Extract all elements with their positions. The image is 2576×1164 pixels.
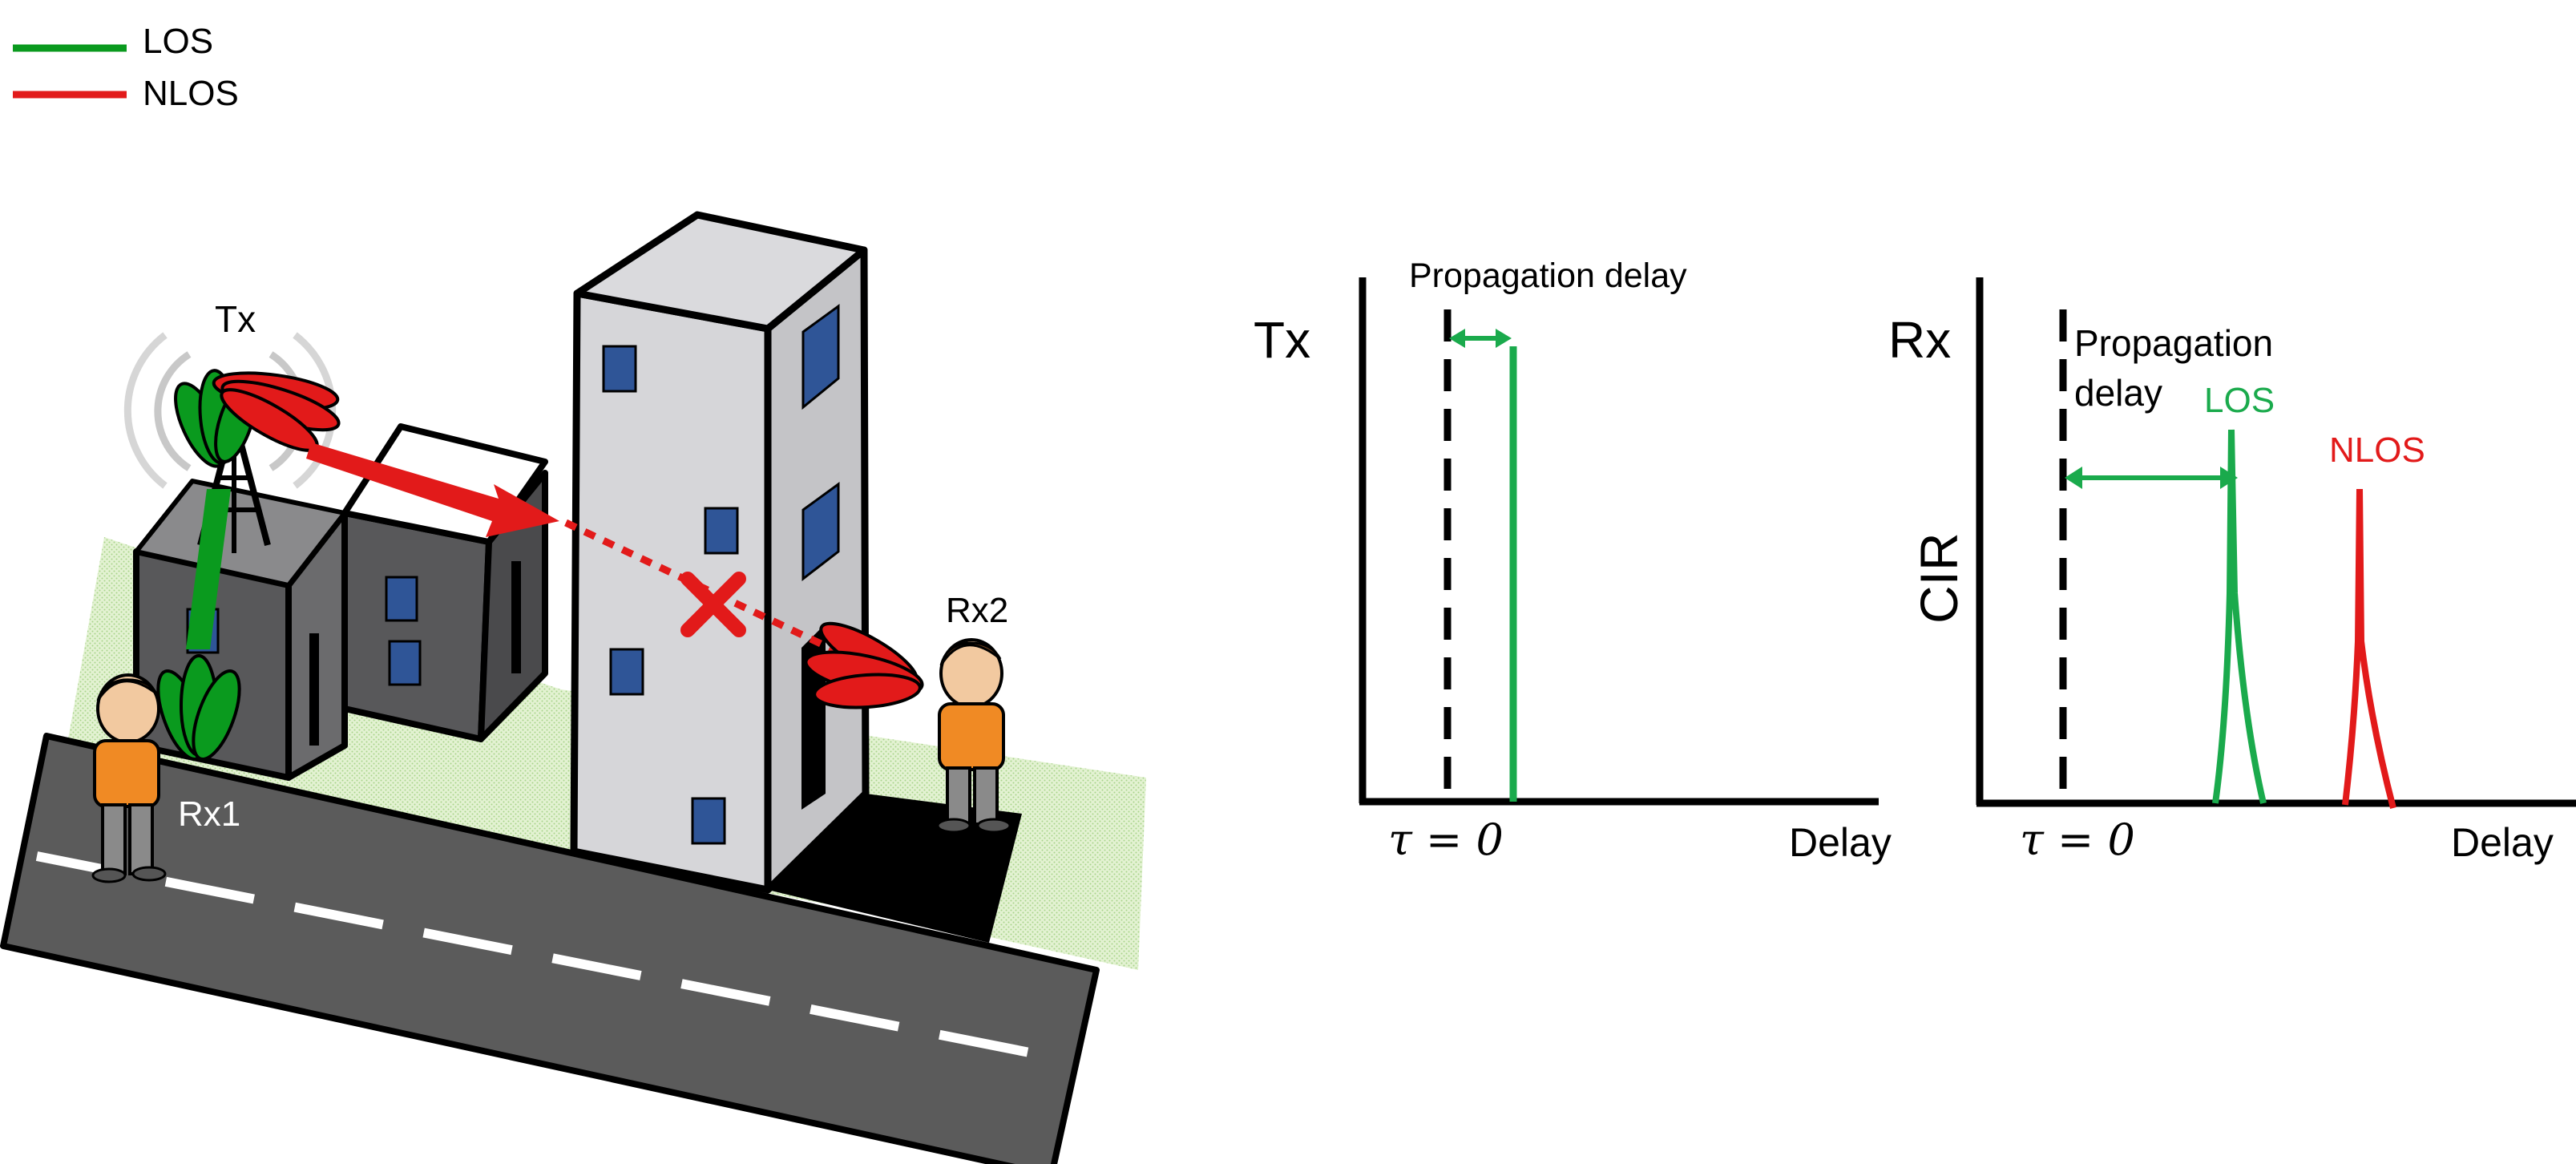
dark-building-left	[133, 479, 348, 781]
rx-propagation-label-line2: delay	[2074, 372, 2162, 414]
rx-propagation-label-line1: Propagation	[2074, 322, 2273, 364]
rx-plot-title: Rx	[1888, 311, 1951, 369]
rx2-nlos-lobes	[804, 621, 924, 709]
window	[385, 576, 418, 622]
blocked-x-icon	[680, 572, 746, 637]
road	[0, 733, 1100, 1164]
window	[388, 640, 422, 686]
rx-plot: Rx CIR Propagation delay LOS NLOS τ = 0 …	[1888, 277, 2576, 865]
rx1-los-lobes	[156, 654, 241, 762]
window	[609, 648, 644, 696]
tall-building	[570, 211, 1022, 943]
rx-los-peak	[2212, 429, 2267, 804]
rx-y-label: CIR	[1909, 532, 1968, 624]
tx-plot: Tx Propagation delay τ = 0 Delay	[1254, 257, 1892, 865]
window	[704, 507, 739, 555]
rx2-label: Rx2	[946, 591, 1008, 630]
tx-label: Tx	[215, 298, 256, 340]
urban-scene: Tx	[0, 211, 1146, 1164]
tx-nlos-lobes	[212, 371, 341, 452]
rx-nlos-label: NLOS	[2329, 430, 2425, 470]
window	[691, 797, 726, 845]
rx1-person-icon: Rx1	[91, 673, 240, 883]
rx-nlos-peak	[2342, 488, 2396, 810]
rx1-label: Rx1	[178, 794, 240, 834]
rx-x-label: Delay	[2451, 820, 2554, 865]
legend: LOS NLOS	[13, 22, 239, 113]
tx-x-label: Delay	[1789, 820, 1892, 865]
tx-delay-arrow	[1449, 329, 1512, 348]
tx-propagation-delay-label: Propagation delay	[1409, 257, 1687, 295]
nlos-arrow	[306, 443, 559, 537]
window	[602, 345, 637, 393]
tx-tau-label: τ = 0	[1388, 814, 1504, 865]
legend-nlos-label: NLOS	[143, 74, 239, 113]
rx-tau-label: τ = 0	[2020, 814, 2135, 865]
rx-delay-arrow	[2065, 467, 2238, 489]
rx-los-label: LOS	[2204, 381, 2275, 420]
nlos-beam	[212, 371, 924, 709]
legend-los-label: LOS	[143, 22, 213, 61]
tx-plot-title: Tx	[1254, 311, 1310, 369]
window	[801, 304, 840, 410]
rx2-person-icon: Rx2	[936, 591, 1011, 834]
window	[801, 482, 840, 582]
